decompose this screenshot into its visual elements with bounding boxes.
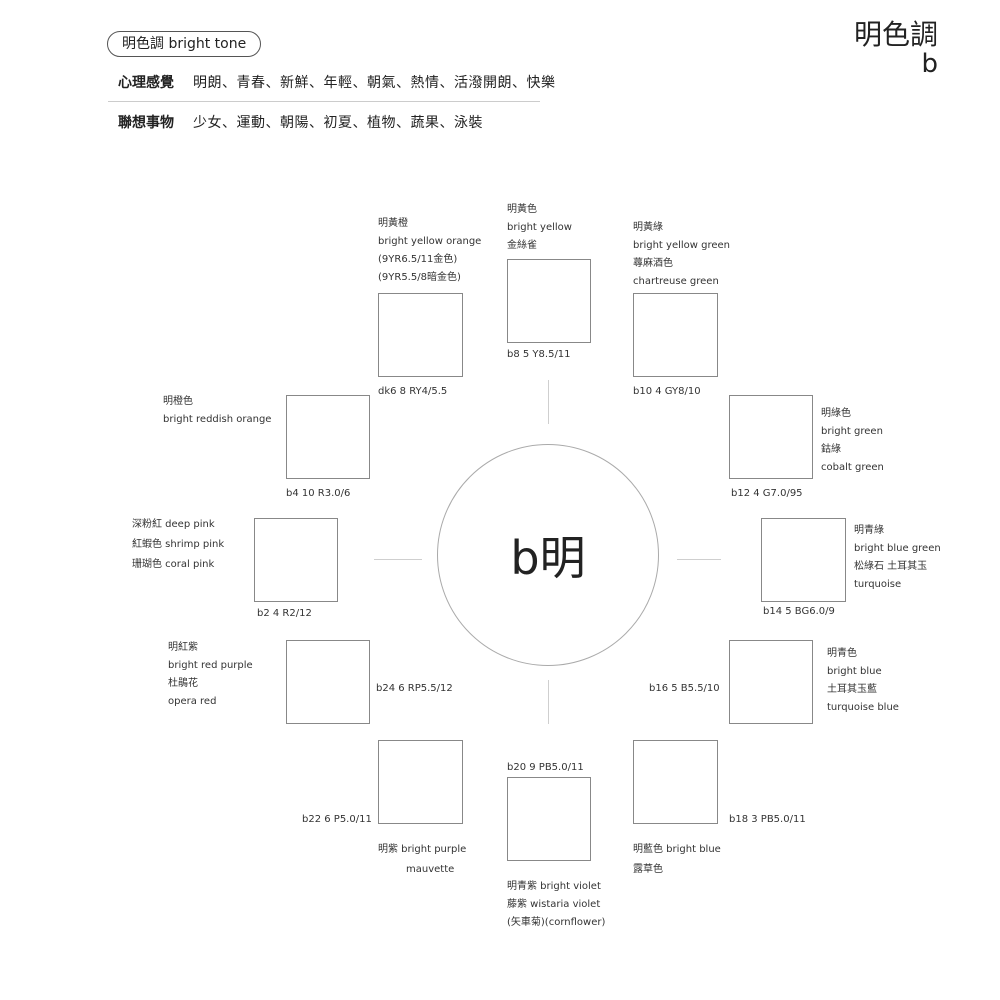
code-dk6: dk6 8 RY4/5.5 [378,386,448,397]
association-text: 少女、運動、朝陽、初夏、植物、蔬果、泳裝 [193,115,483,131]
swatch-b22 [378,740,463,824]
association-label: 聯想事物 [118,115,174,131]
center-label: b明 [510,531,586,585]
code-b20: b20 9 PB5.0/11 [507,762,584,773]
tick-right [677,559,721,560]
psychology-text: 明朗、青春、新鮮、年輕、朝氣、熱情、活潑開朗、快樂 [193,75,556,91]
tick-left [374,559,422,560]
corner-subtitle: b [921,49,938,79]
header-divider [108,101,540,102]
swatch-b4 [286,395,370,479]
code-b16: b16 5 B5.5/10 [649,683,720,694]
swatch-b2 [254,518,338,602]
swatch-b14 [761,518,846,602]
label-b22: 明紫 bright purple mauvette [378,844,467,875]
code-b18: b18 3 PB5.0/11 [729,814,806,825]
psychology-label: 心理感覺 [118,75,174,91]
swatch-b8 [507,259,591,343]
code-b14: b14 5 BG6.0/9 [763,606,835,617]
swatch-b10 [633,293,718,377]
tone-title-pill: 明色調 bright tone [107,31,262,57]
code-b24: b24 6 RP5.5/12 [376,683,453,694]
swatch-b20 [507,777,591,861]
swatch-dk6 [378,293,463,377]
code-b4: b4 10 R3.0/6 [286,488,351,499]
code-b10: b10 4 GY8/10 [633,386,701,397]
code-b22: b22 6 P5.0/11 [302,814,372,825]
code-b12: b12 4 G7.0/95 [731,488,803,499]
code-b8: b8 5 Y8.5/11 [507,349,571,360]
swatch-b12 [729,395,813,479]
swatch-b16 [729,640,813,724]
code-b2: b2 4 R2/12 [257,608,312,619]
swatch-b18 [633,740,718,824]
tick-top [548,380,549,424]
swatch-b24 [286,640,370,724]
center-circle: b明 [437,444,659,666]
corner-title: 明色調 [853,18,938,51]
tick-bottom [548,680,549,724]
